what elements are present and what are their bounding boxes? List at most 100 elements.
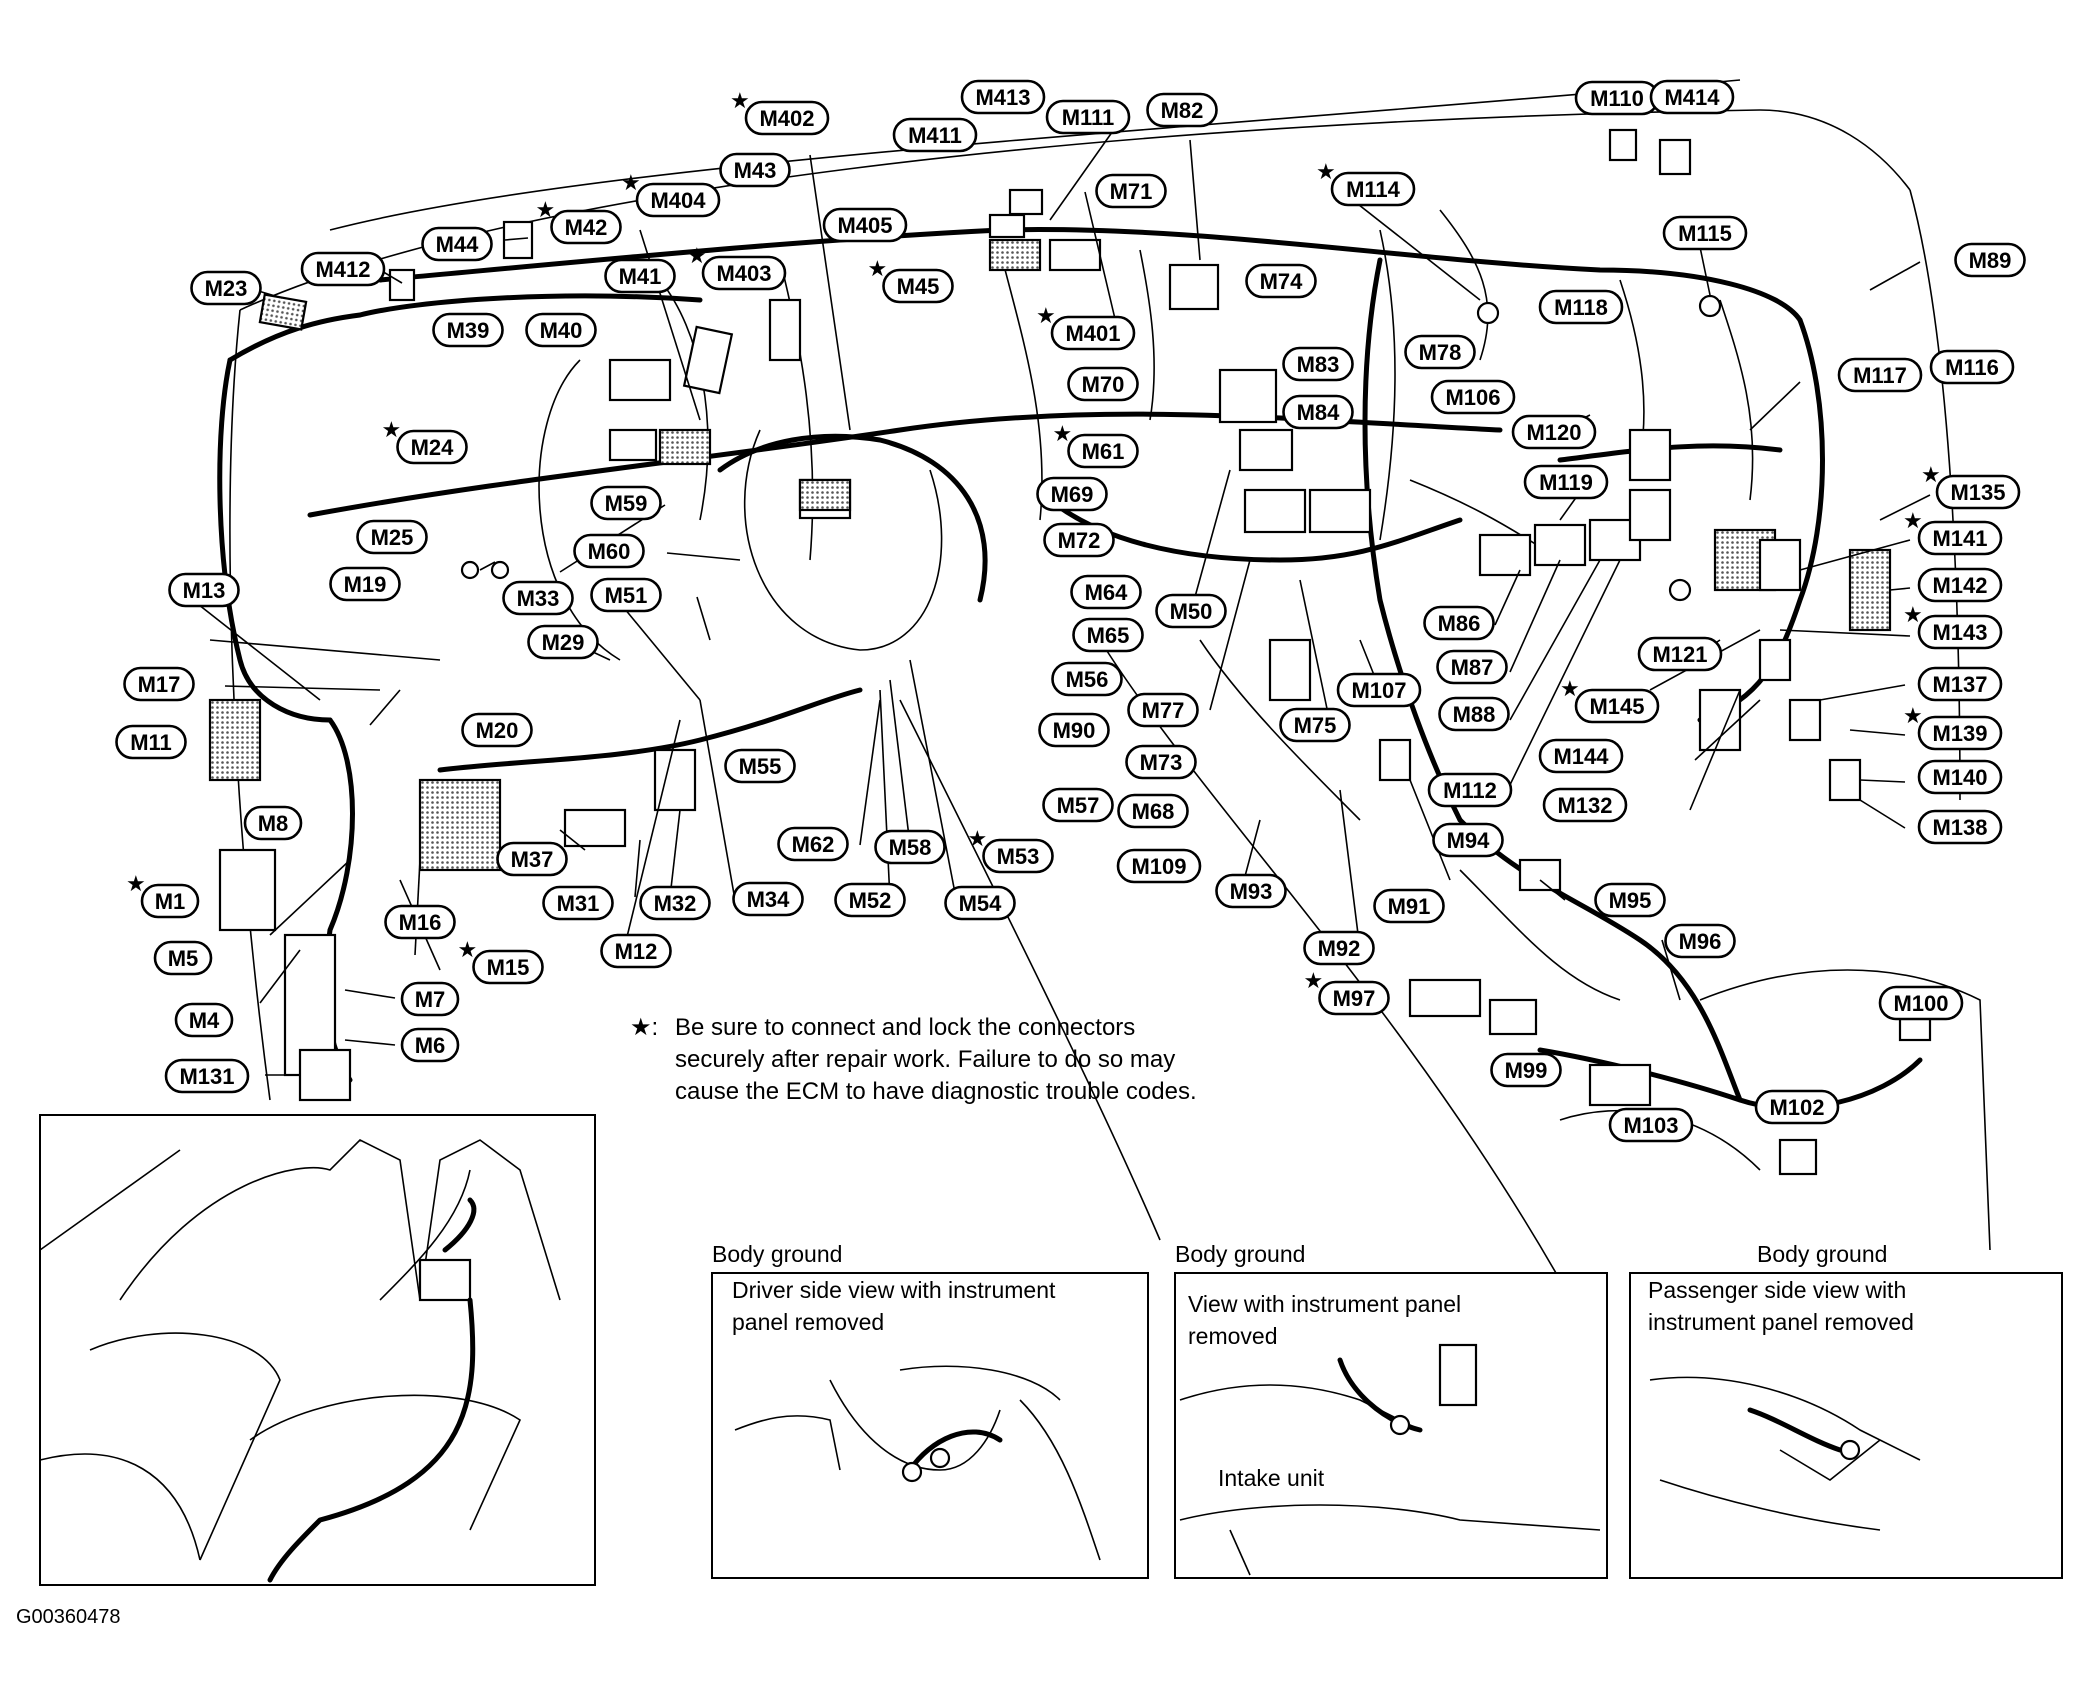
- connector-label-m31: M31: [542, 885, 614, 921]
- connector-label-bubble: [944, 885, 1016, 921]
- connector-id-text: M144: [1553, 744, 1609, 769]
- center-inset-caption-1: View with instrument panel: [1188, 1291, 1461, 1317]
- connector-id-text: M117: [1853, 363, 1907, 388]
- connector-label-m142: M142: [1917, 567, 2003, 603]
- connector-label-m13: M13: [168, 572, 240, 608]
- connector-label-bubble: [1917, 715, 2003, 751]
- connector-label-bubble: [573, 533, 645, 569]
- connector-label-bubble: [822, 207, 908, 243]
- connector-id-text: M87: [1451, 655, 1494, 680]
- connector-label-bubble: [527, 624, 599, 660]
- connector-label-m109: M109: [1116, 848, 1202, 884]
- driver-ground-inset: Body ground Driver side view with instru…: [711, 1241, 1149, 1579]
- connector-label-bubble: [1917, 809, 2003, 845]
- lock-required-star-icon: ★: [1036, 303, 1056, 328]
- connector-label-bubble: [243, 805, 303, 841]
- connector-label-m90: M90: [1038, 712, 1110, 748]
- connector-label-m54: M54: [944, 885, 1016, 921]
- connector-id-text: M102: [1769, 1095, 1824, 1120]
- connector-label-m1: M1 ★: [126, 871, 200, 919]
- connector-label-m110: M110: [1574, 80, 1660, 116]
- connector-id-text: M54: [959, 891, 1003, 916]
- connector-label-bubble: [1125, 744, 1197, 780]
- connector-label-bubble: [1649, 79, 1735, 115]
- connector-label-bubble: [1072, 617, 1144, 653]
- connector-id-text: M72: [1058, 528, 1101, 553]
- connector-id-text: M111: [1062, 105, 1115, 130]
- connector-label-bubble: [542, 885, 614, 921]
- connector-label-bubble: [1282, 346, 1354, 382]
- connector-id-text: M20: [476, 718, 519, 743]
- connector-id-text: M59: [605, 491, 648, 516]
- connector-label-m139: M139★: [1903, 703, 2003, 751]
- connector-label-bubble: [732, 881, 804, 917]
- connector-label-bubble: [1282, 394, 1354, 430]
- connector-label-m102: M102: [1754, 1089, 1840, 1125]
- connector-label-bubble: [639, 885, 711, 921]
- connector-label-m84: M84: [1282, 394, 1354, 430]
- connector-id-text: M99: [1505, 1058, 1548, 1083]
- connector-label-m73: M73: [1125, 744, 1197, 780]
- connector-id-text: M53: [997, 844, 1040, 869]
- connector-label-m92: M92: [1303, 930, 1375, 966]
- connector-label-m4: M4: [174, 1002, 234, 1038]
- connector-label-m43: M43: [719, 152, 791, 188]
- connector-label-m37: M37: [496, 841, 568, 877]
- connector-id-text: M7: [415, 987, 446, 1012]
- driver-inset-caption-1: Driver side view with instrument: [732, 1277, 1056, 1303]
- connector-label-m29: M29: [527, 624, 599, 660]
- connector-label-m6: M6: [400, 1027, 460, 1063]
- connector-label-m33: M33: [502, 580, 574, 616]
- connector-label-m39: M39: [432, 312, 504, 348]
- connector-id-text: M88: [1453, 702, 1496, 727]
- lock-required-star-icon: ★: [536, 197, 556, 222]
- connector-label-m40: M40: [525, 312, 597, 348]
- connector-id-text: M29: [542, 630, 585, 655]
- connector-label-m93: M93: [1215, 873, 1287, 909]
- lock-required-star-icon: ★: [1560, 676, 1580, 701]
- connector-bodies: [208, 128, 1932, 1176]
- lock-required-star-icon: ★: [126, 871, 146, 896]
- connector-label-bubble: [590, 577, 662, 613]
- connector-label-bubble: [174, 1002, 234, 1038]
- connector-id-text: M32: [654, 891, 697, 916]
- connector-id-text: M106: [1445, 385, 1500, 410]
- connector-id-text: M11: [130, 730, 172, 755]
- connector-label-m135: M135★: [1921, 462, 2021, 510]
- connector-label-bubble: [329, 566, 401, 602]
- connector-id-text: M112: [1443, 778, 1497, 803]
- lock-required-star-icon: ★: [1921, 462, 1941, 487]
- connector-label-bubble: [590, 485, 662, 521]
- rear-seat-inset: [39, 1114, 596, 1586]
- connector-label-bubble: [1664, 923, 1736, 959]
- connector-label-bubble: [1837, 357, 1923, 393]
- center-ground-inset: Body ground View with instrument panel r…: [1174, 1241, 1608, 1579]
- note-line-3: cause the ECM to have diagnostic trouble…: [675, 1078, 1197, 1105]
- connector-label-bubble: [724, 748, 796, 784]
- connector-label-m412: M412: [300, 251, 386, 287]
- connector-label-m401: M401★: [1036, 303, 1136, 351]
- connector-label-bubble: [892, 117, 978, 153]
- connector-label-m95: M95: [1594, 882, 1666, 918]
- connector-label-m96: M96: [1664, 923, 1736, 959]
- note-line-2: securely after repair work. Failure to d…: [675, 1046, 1175, 1073]
- connector-label-bubble: [1917, 567, 2003, 603]
- connector-label-m117: M117: [1837, 357, 1923, 393]
- connector-label-bubble: [502, 580, 574, 616]
- connector-id-text: M50: [1170, 599, 1213, 624]
- connector-id-text: M25: [371, 525, 414, 550]
- connector-id-text: M1: [155, 889, 186, 914]
- lock-required-star-icon: ★: [687, 243, 707, 268]
- connector-label-bubble: [1538, 738, 1624, 774]
- connector-label-m121: M121: [1637, 636, 1723, 672]
- connector-label-m112: M112: [1427, 772, 1513, 808]
- connector-id-text: M145: [1589, 694, 1644, 719]
- connector-id-text: M94: [1447, 828, 1491, 853]
- connector-label-bubble: [1067, 366, 1139, 402]
- connector-label-m413: M413: [960, 79, 1046, 115]
- connector-id-text: M8: [258, 811, 289, 836]
- connector-label-bubble: [1215, 873, 1287, 909]
- connector-id-text: M41: [619, 264, 662, 289]
- connector-id-text: M91: [1388, 894, 1431, 919]
